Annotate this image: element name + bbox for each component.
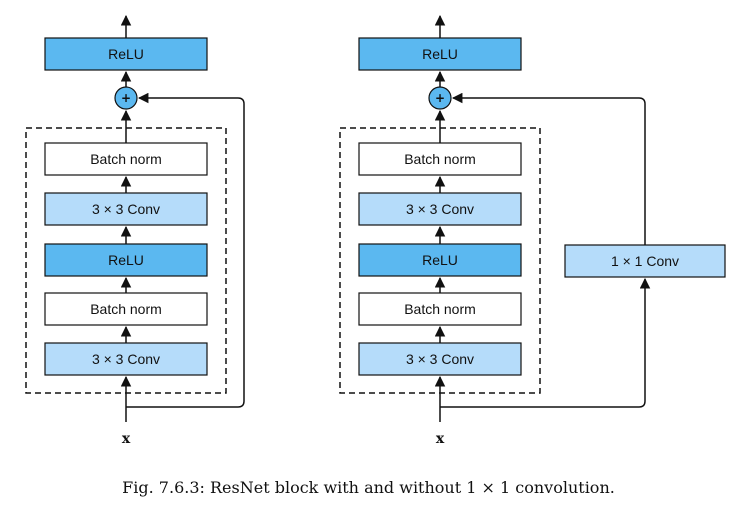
right-relu-box	[358, 243, 522, 277]
right-output-relu-box	[358, 37, 522, 71]
right-output-relu-label: ReLU	[422, 46, 458, 62]
left-output-relu-label: ReLU	[108, 46, 144, 62]
right-batchnorm-1-box	[358, 292, 522, 326]
left-input-label: x	[122, 431, 131, 447]
figure-caption: Fig. 7.6.3: ResNet block with and withou…	[122, 478, 615, 497]
right-shortcut-conv-box	[564, 244, 726, 278]
right-conv-2-box	[358, 192, 522, 226]
left-add-node	[114, 86, 138, 110]
right-add-node	[428, 86, 452, 110]
right-batchnorm-2-label: Batch norm	[404, 151, 476, 167]
left-relu-label: ReLU	[108, 252, 144, 268]
left-output-relu-box	[44, 37, 208, 71]
right-conv-1-label: 3 × 3 Conv	[406, 351, 474, 367]
right-relu-label: ReLU	[422, 252, 458, 268]
right-shortcut-to-add	[451, 92, 646, 245]
left-conv-2-label: 3 × 3 Conv	[92, 201, 160, 217]
left-conv-2-box	[44, 192, 208, 226]
left-identity-shortcut	[126, 92, 245, 408]
left-conv-1-label: 3 × 3 Conv	[92, 351, 160, 367]
left-resnet-block: ReLU + Batch norm 3 × 3 Conv ReLU Batch …	[25, 14, 245, 447]
resnet-block-diagram: ReLU + Batch norm 3 × 3 Conv ReLU Batch …	[25, 14, 726, 447]
right-conv-2-label: 3 × 3 Conv	[406, 201, 474, 217]
left-add-symbol: +	[121, 91, 131, 105]
left-conv-1-box	[44, 342, 208, 376]
right-input-label: x	[436, 431, 445, 447]
left-batchnorm-2-box	[44, 142, 208, 176]
left-batchnorm-1-box	[44, 292, 208, 326]
right-batchnorm-1-label: Batch norm	[404, 301, 476, 317]
right-resnet-block: ReLU + Batch norm 3 × 3 Conv ReLU Batch …	[339, 14, 726, 447]
right-batchnorm-2-box	[358, 142, 522, 176]
left-batchnorm-1-label: Batch norm	[90, 301, 162, 317]
left-batchnorm-2-label: Batch norm	[90, 151, 162, 167]
right-conv-1-box	[358, 342, 522, 376]
left-relu-box	[44, 243, 208, 277]
right-input-to-shortcut-conv	[440, 277, 651, 408]
right-add-symbol: +	[435, 91, 445, 105]
right-shortcut-conv-label: 1 × 1 Conv	[611, 253, 679, 269]
